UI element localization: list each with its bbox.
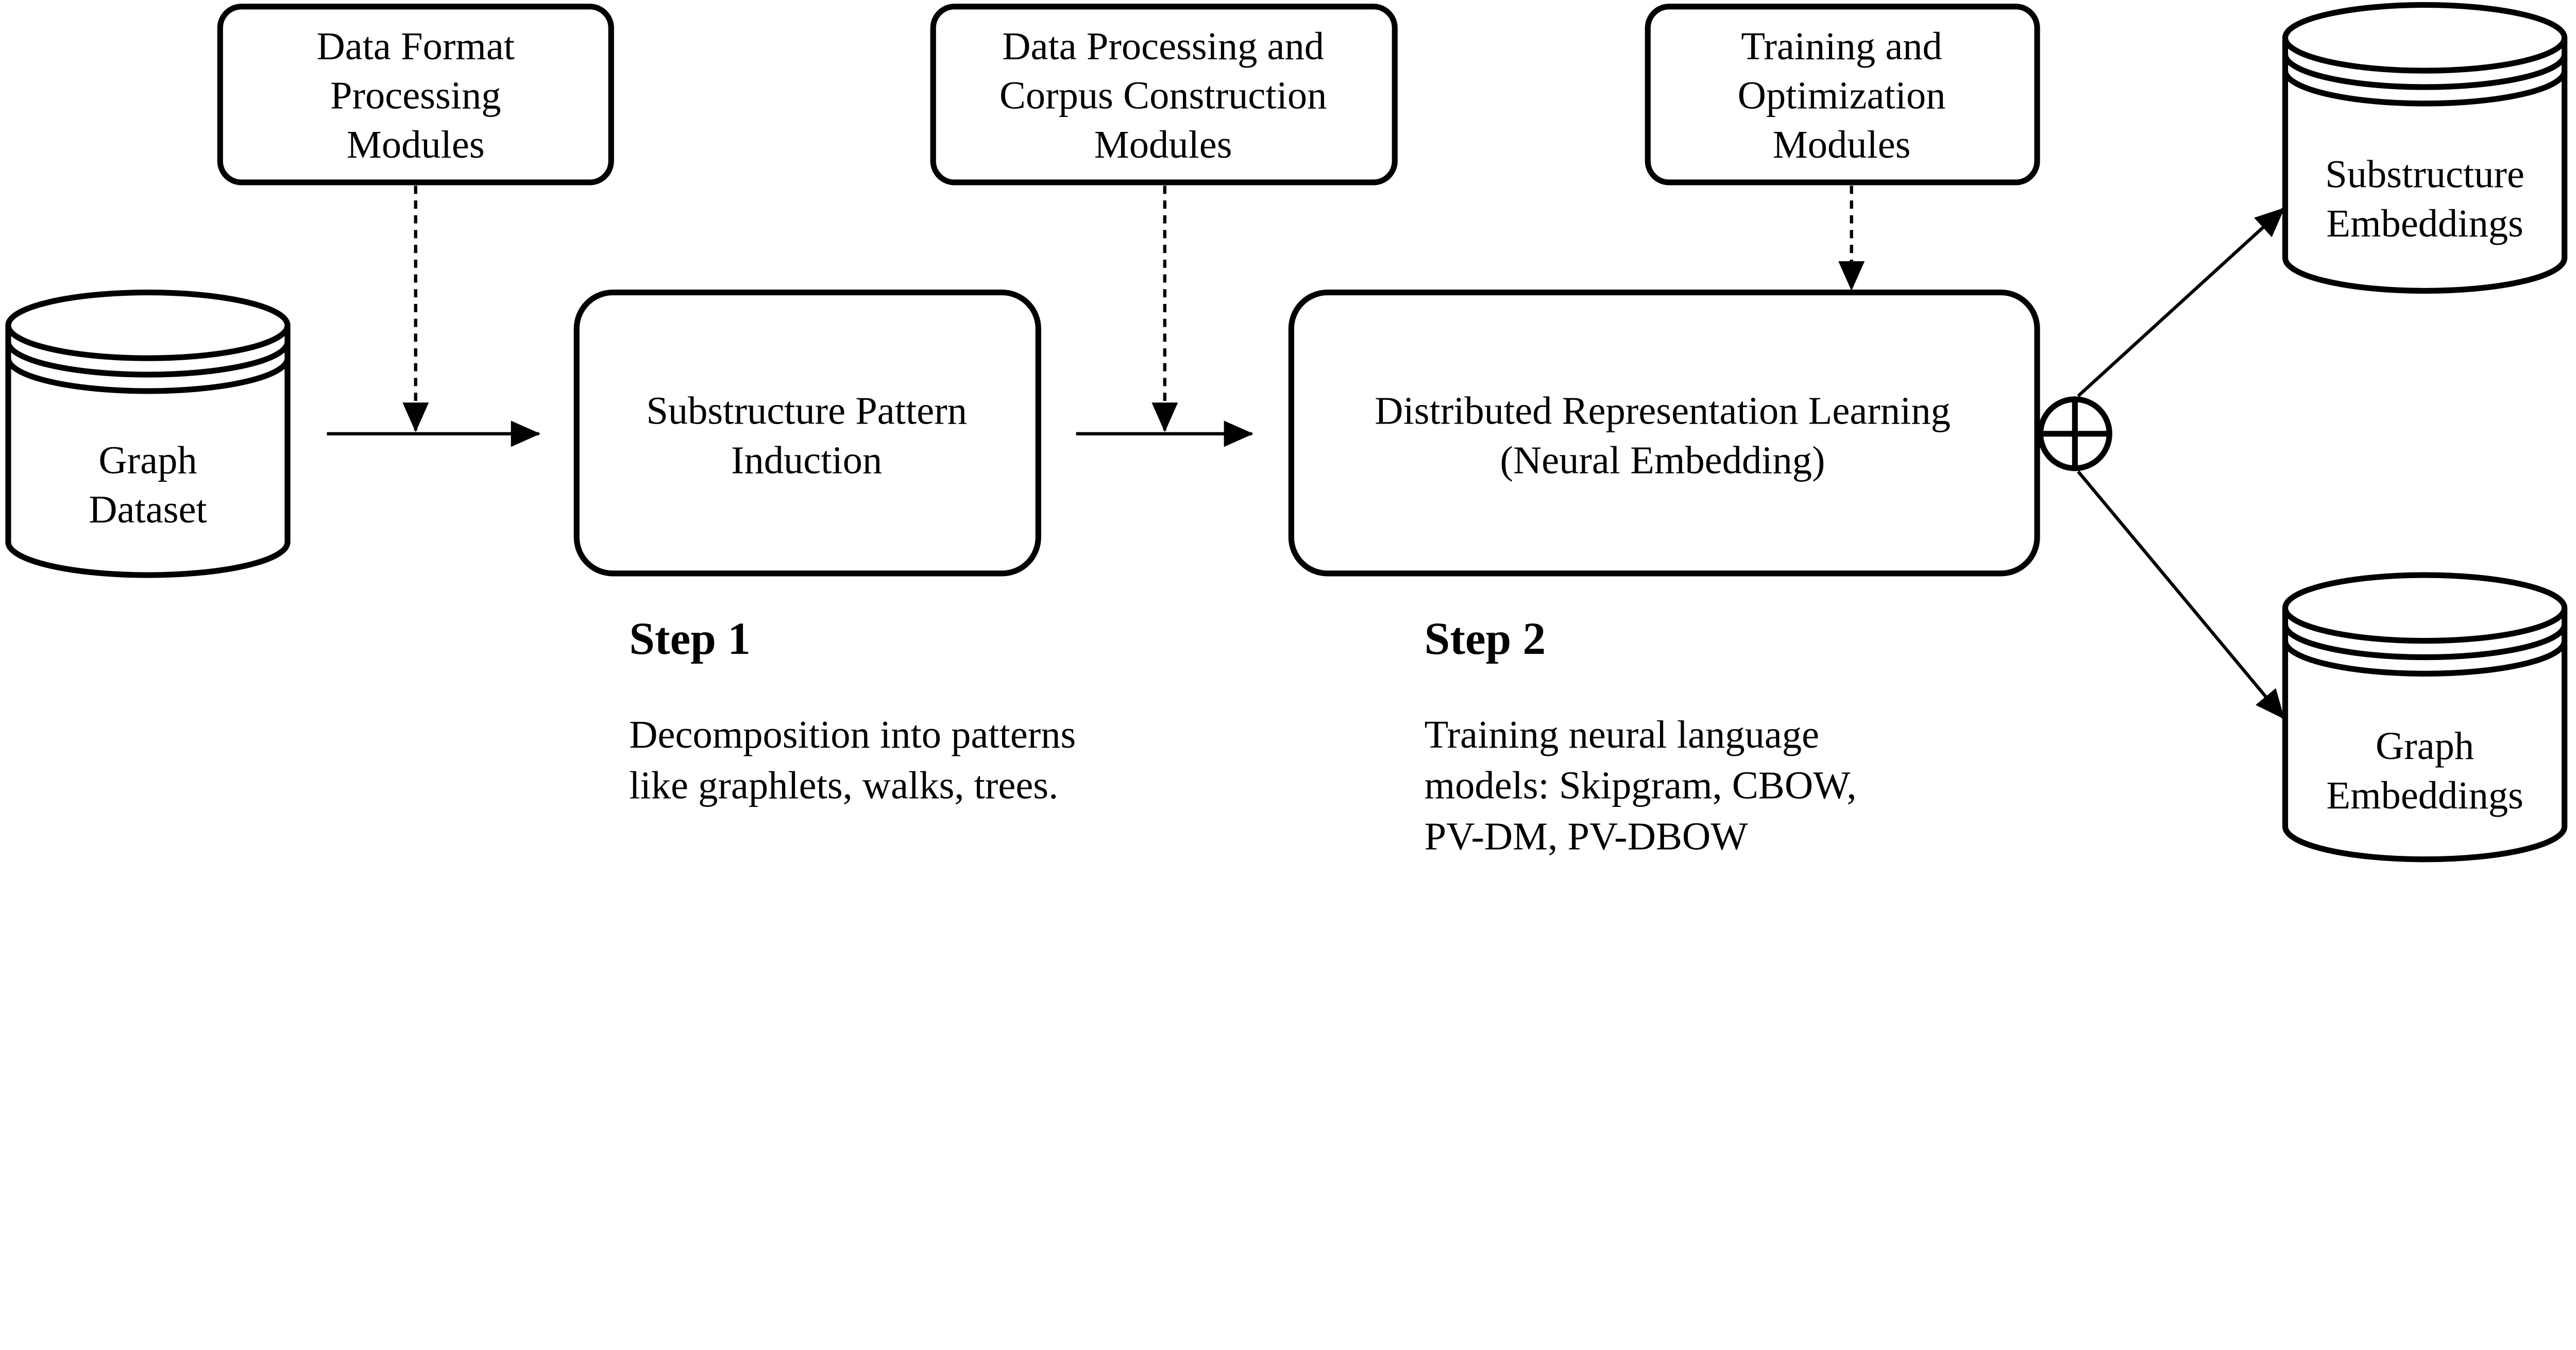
step2-desc-2: models: Skipgram, CBOW, bbox=[1425, 764, 1857, 807]
substructure-embeddings-label-2: Embeddings bbox=[2326, 201, 2523, 245]
label: Distributed Representation Learning bbox=[1375, 389, 1951, 433]
label: (Neural Embedding) bbox=[1500, 438, 1825, 482]
substructure-embeddings-label-1: Substructure bbox=[2325, 153, 2524, 196]
representation-learning-box: Distributed Representation Learning (Neu… bbox=[1288, 290, 2040, 577]
label: Modules bbox=[1773, 123, 1911, 166]
step1-desc-1: Decomposition into patterns bbox=[629, 713, 1076, 756]
step1-title: Step 1 bbox=[629, 613, 751, 664]
pipeline-diagram: Graph Dataset Data Format Processing Mod… bbox=[5, 2, 2568, 863]
step2-desc-1: Training neural language bbox=[1425, 713, 1819, 756]
graph-dataset-label-2: Dataset bbox=[89, 487, 207, 531]
label: Induction bbox=[731, 438, 882, 482]
graph-embeddings-label-1: Graph bbox=[2376, 724, 2474, 768]
label: Data Format bbox=[316, 24, 515, 68]
label: Data Processing and bbox=[1002, 24, 1324, 68]
graph-embeddings-label-2: Embeddings bbox=[2326, 773, 2523, 817]
substructure-embeddings-cylinder: Substructure Embeddings bbox=[2282, 2, 2568, 294]
substructure-induction-box: Substructure Pattern Induction bbox=[573, 290, 1041, 577]
graph-embeddings-cylinder: Graph Embeddings bbox=[2282, 572, 2568, 863]
graph-dataset-cylinder: Graph Dataset bbox=[5, 290, 291, 578]
label: Modules bbox=[347, 123, 485, 166]
step1-desc-2: like graphlets, walks, trees. bbox=[629, 764, 1058, 807]
label: Corpus Construction bbox=[999, 73, 1327, 117]
training-modules-box: Training and Optimization Modules bbox=[1645, 4, 2040, 185]
graph-dataset-label-1: Graph bbox=[98, 438, 197, 482]
label: Training and bbox=[1741, 24, 1942, 68]
data-processing-modules-box: Data Processing and Corpus Construction … bbox=[930, 4, 1398, 185]
step2-desc-3: PV-DM, PV-DBOW bbox=[1425, 815, 1749, 858]
arrow-to-substructure-embeddings bbox=[2077, 207, 2285, 397]
label: Optimization bbox=[1738, 73, 1946, 117]
data-format-modules-box: Data Format Processing Modules bbox=[217, 4, 614, 185]
label: Modules bbox=[1094, 123, 1232, 166]
step2-title: Step 2 bbox=[1425, 613, 1546, 664]
label: Substructure Pattern bbox=[646, 389, 967, 433]
arrow-to-graph-embeddings bbox=[2077, 470, 2285, 719]
label: Processing bbox=[330, 73, 501, 117]
circle-plus-icon bbox=[2037, 396, 2112, 471]
